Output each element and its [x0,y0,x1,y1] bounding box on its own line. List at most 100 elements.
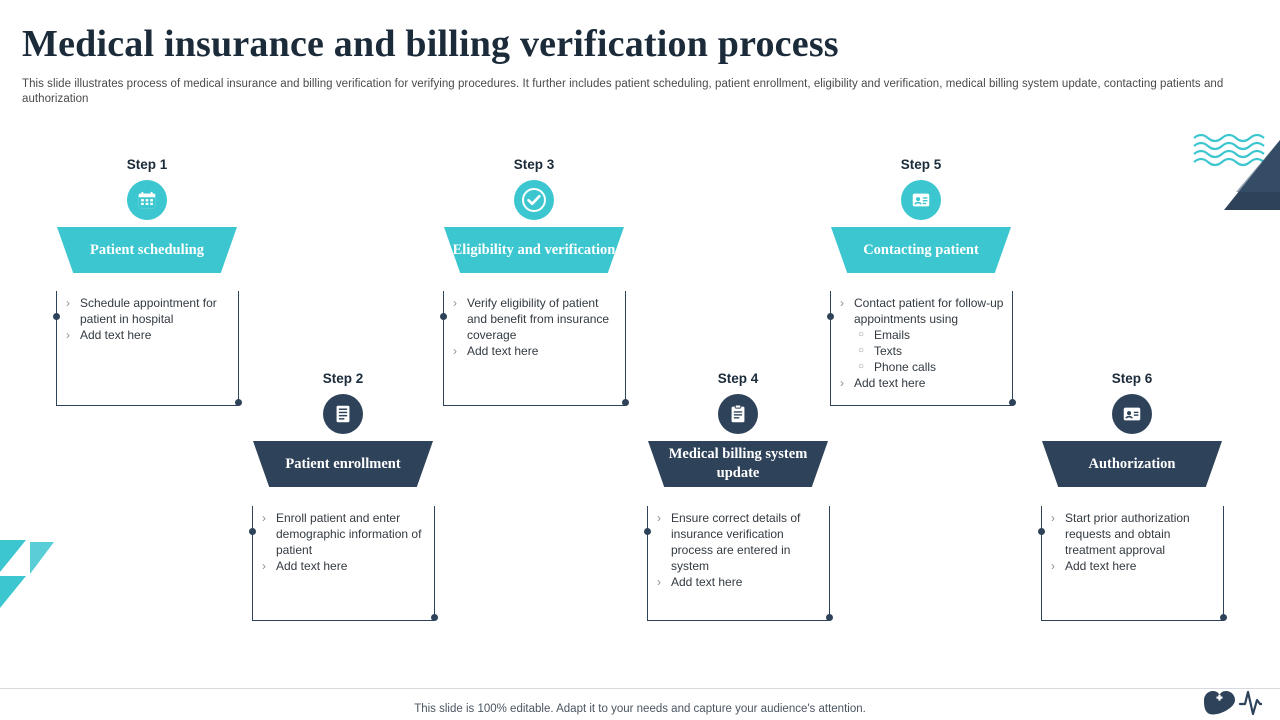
bullet-marker: › [657,511,661,525]
id-card-icon [1112,394,1152,434]
step-4-connector-right [829,506,830,621]
step-6-banner: Authorization [1042,441,1222,487]
step-6-connector-left [1041,506,1042,621]
bullet-text: Schedule appointment for patient in hosp… [80,296,217,326]
bullet-text: Add text here [671,575,743,589]
step-1-label: Step 1 [126,157,168,172]
clipboard-icon [718,394,758,434]
sub-bullet-text: Emails [874,328,911,342]
step-5-banner: Contacting patient [831,227,1011,273]
page-title: Medical insurance and billing verificati… [22,23,839,65]
step-1-bullets: › Schedule appointment for patient in ho… [66,295,236,343]
step-3-bullets: › Verify eligibility of patient and bene… [453,295,618,359]
check-circle-icon [514,180,554,220]
list-item: › Add text here [66,327,236,343]
list-item: › Add text here [657,574,829,590]
footer-divider [0,688,1280,689]
list-item: ○ Phone calls [846,359,1012,375]
list-item: › Add text here [262,558,438,574]
arrow-decoration-icon [0,540,60,608]
step-4-dot-left [644,528,651,535]
bullet-text: Enroll patient and enter demographic inf… [276,511,422,557]
step-2-dot-right [431,614,438,621]
sub-bullet-marker: ○ [858,329,865,340]
step-3-dot-left [440,313,447,320]
bullet-marker: › [1051,559,1055,573]
step-2-connector-horizontal [252,620,435,621]
sub-bullet-marker: ○ [858,361,865,372]
list-item: › Ensure correct details of insurance ve… [657,510,829,574]
calendar-icon [127,180,167,220]
bullet-text: Add text here [1065,559,1137,573]
step-6-connector-right [1223,506,1224,621]
step-2-connector-left [252,506,253,621]
step-2-dot-left [249,528,256,535]
document-list-icon [323,394,363,434]
step-4-bullets: › Ensure correct details of insurance ve… [657,510,829,590]
step-5-dot-right [1009,399,1016,406]
bullet-marker: › [66,328,70,342]
step-2-connector-right [434,506,435,621]
bullet-text: Add text here [80,328,152,342]
step-1-banner: Patient scheduling [57,227,237,273]
contact-card-icon [901,180,941,220]
footer-note: This slide is 100% editable. Adapt it to… [414,703,866,715]
step-1-connector-vertical [56,291,57,406]
bullet-marker: › [453,344,457,358]
bullet-marker: › [840,296,844,310]
list-item: ○ Texts [846,343,1012,359]
bullet-text: Verify eligibility of patient and benefi… [467,296,610,342]
bullet-marker: › [66,296,70,310]
step-4-label: Step 4 [717,371,759,386]
step-1-dot-right [235,399,242,406]
wave-decoration-icon [1192,132,1280,172]
bullet-text: Add text here [854,376,926,390]
step-3-dot-right [622,399,629,406]
step-3-connector-left [443,291,444,406]
step-5-dot-left [827,313,834,320]
step-2-label: Step 2 [322,371,364,386]
bullet-text: Add text here [276,559,348,573]
page-subtitle: This slide illustrates process of medica… [22,78,1224,105]
step-5-connector-left [830,291,831,406]
list-item: › Add text here [453,343,618,359]
step-3-label: Step 3 [513,157,555,172]
bullet-text: Add text here [467,344,539,358]
step-6-dot-right [1220,614,1227,621]
step-6-connector-horizontal [1041,620,1224,621]
step-5-bullets: › Contact patient for follow-up appointm… [840,295,1012,391]
step-4-connector-horizontal [647,620,830,621]
bullet-text: Start prior authorization requests and o… [1065,511,1190,557]
bullet-marker: › [657,575,661,589]
step-4-dot-right [826,614,833,621]
step-6-bullets: › Start prior authorization requests and… [1051,510,1223,574]
step-1-connector-horizontal [56,405,239,406]
bullet-marker: › [262,559,266,573]
list-item: › Contact patient for follow-up appointm… [840,295,1012,327]
bullet-marker: › [1051,511,1055,525]
list-item: › Verify eligibility of patient and bene… [453,295,618,343]
list-item: ○ Emails [846,327,1012,343]
sub-bullet-text: Texts [874,344,903,358]
footer-logo [1142,678,1266,718]
step-4-connector-left [647,506,648,621]
step-1-dot-left [53,313,60,320]
sub-bullet-text: Phone calls [874,360,937,374]
bullet-marker: › [262,511,266,525]
step-5-label: Step 5 [900,157,942,172]
step-5-connector-horizontal [830,405,1013,406]
step-3-connector-horizontal [443,405,626,406]
list-item: › Add text here [840,375,1012,391]
step-3-connector-right [625,291,626,406]
list-item: › Add text here [1051,558,1223,574]
list-item: › Enroll patient and enter demographic i… [262,510,438,558]
step-2-bullets: › Enroll patient and enter demographic i… [262,510,438,574]
list-item: › Schedule appointment for patient in ho… [66,295,236,327]
step-5-connector-right [1012,291,1013,406]
step-5-sub-bullets: ○ Emails ○ Texts ○ Phone calls [846,327,1012,375]
step-2-banner: Patient enrollment [253,441,433,487]
bullet-marker: › [840,376,844,390]
step-4-banner: Medical billing system update [648,441,828,487]
bullet-text: Ensure correct details of insurance veri… [671,511,801,573]
bullet-marker: › [453,296,457,310]
